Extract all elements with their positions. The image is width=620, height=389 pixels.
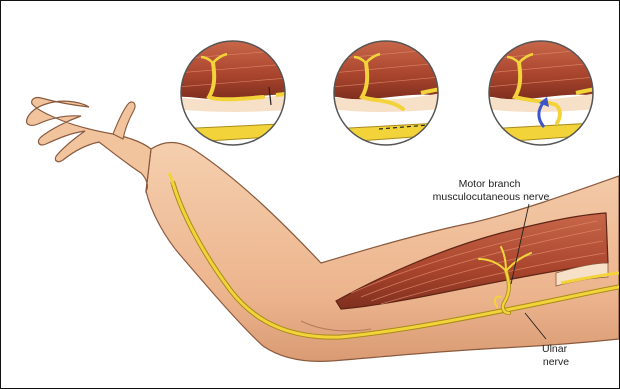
ulnar-nerve-label: Ulnar nerve [542,343,570,368]
inset-1-cut-nerve-icon [176,41,301,145]
motor-branch-label-line2: musculocutaneous nerve [433,191,550,203]
thumb [113,102,135,139]
ulnar-nerve-label-line2: nerve [543,356,569,368]
inset-3-nerve-transfer-arrow-icon [486,41,596,145]
ulnar-nerve-label-line1: Ulnar [542,343,568,355]
inset-2-dissected-nerve-icon [331,41,441,145]
motor-branch-label-line1: Motor branch [459,178,521,190]
motor-branch-label: Motor branch musculocutaneous nerve [433,178,550,203]
